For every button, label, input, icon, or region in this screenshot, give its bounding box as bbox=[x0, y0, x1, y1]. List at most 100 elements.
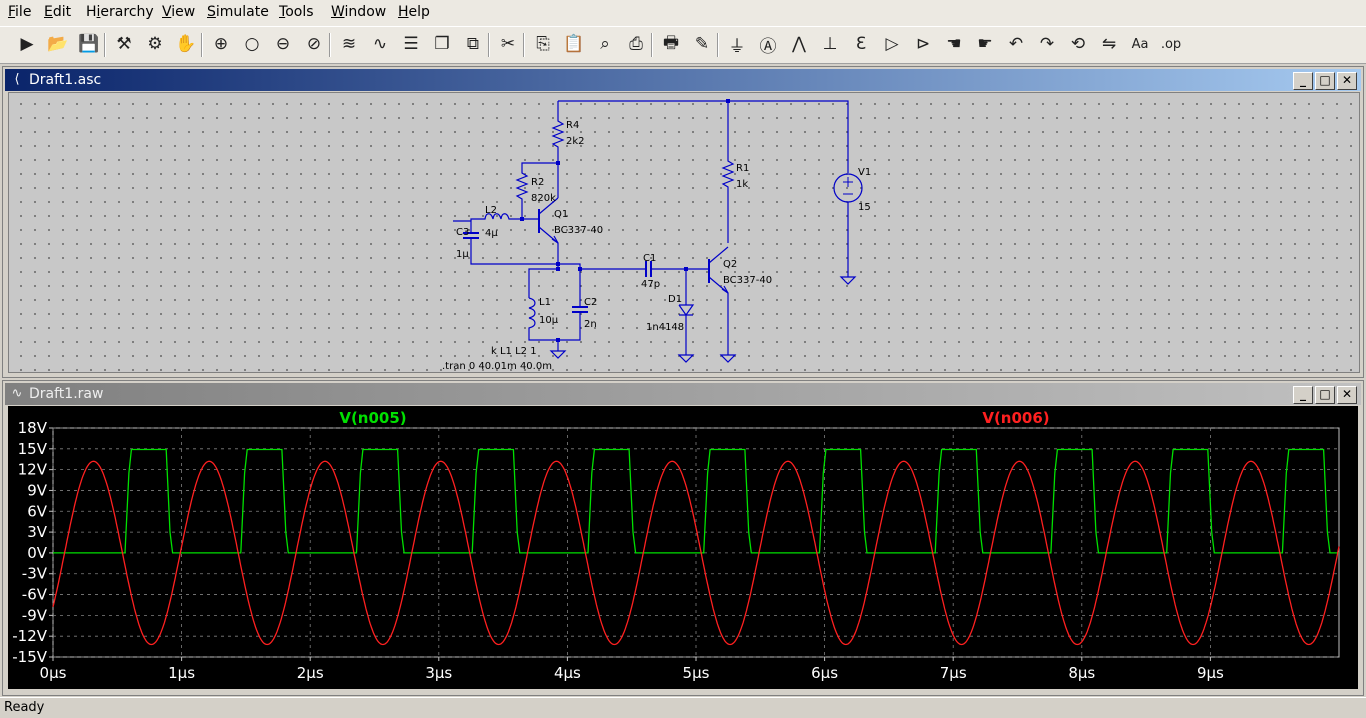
tran-directive[interactable]: .tran 0 40.01m 40.0m bbox=[442, 361, 552, 372]
waveform-close-button[interactable]: ✕ bbox=[1337, 386, 1357, 404]
toolbar-separator bbox=[329, 33, 331, 57]
coupling-directive[interactable]: k L1 L2 1 bbox=[491, 346, 537, 357]
menu-hierarchy[interactable]: Hierarchy bbox=[86, 4, 154, 20]
move-icon[interactable]: ☚ bbox=[946, 34, 962, 54]
y-tick-label: 15V bbox=[18, 440, 48, 458]
l2-label: L2 bbox=[485, 205, 497, 216]
label-icon[interactable]: Ⓐ bbox=[759, 36, 777, 57]
copy-icon[interactable]: ⎘ bbox=[536, 34, 550, 54]
control-panel-icon[interactable]: ⚒ bbox=[116, 34, 132, 54]
c2-value: 2n bbox=[584, 319, 597, 330]
cascade-icon[interactable]: ❐ bbox=[434, 34, 450, 54]
toolbar-separator bbox=[104, 33, 106, 57]
print-preview-icon[interactable]: ⎙ bbox=[629, 34, 643, 54]
x-tick-label: 3µs bbox=[425, 664, 452, 682]
y-tick-label: 12V bbox=[18, 461, 48, 479]
cut-icon[interactable]: ✂ bbox=[500, 34, 516, 54]
y-tick-label: -9V bbox=[22, 606, 48, 624]
halt-icon[interactable]: ⚙ bbox=[147, 34, 163, 54]
toolbar-separator bbox=[651, 33, 653, 57]
tile-horizontal-icon[interactable]: ☰ bbox=[403, 34, 419, 54]
r2-label: R2 bbox=[531, 177, 544, 188]
c1-value: 47p bbox=[641, 279, 660, 290]
waveform-title-bar[interactable]: ∿ Draft1.raw _ □ ✕ bbox=[5, 383, 1361, 405]
y-tick-label: 6V bbox=[27, 502, 48, 520]
menu-window[interactable]: Window bbox=[331, 4, 387, 20]
q2-value: BC337-40 bbox=[723, 275, 772, 286]
toolbar-separator bbox=[523, 33, 525, 57]
zoom-full-icon[interactable]: ○ bbox=[244, 34, 260, 54]
schematic-drawing: R4 2k2 R2 820k R1 1k Q1 BC337-40 L2 4µ C… bbox=[442, 99, 871, 372]
menu-view[interactable]: View bbox=[162, 4, 196, 20]
menu-simulate[interactable]: Simulate bbox=[207, 4, 269, 20]
text-icon[interactable]: Aa bbox=[1131, 36, 1149, 52]
spice-directive-icon[interactable]: .op bbox=[1160, 36, 1182, 52]
y-tick-label: -3V bbox=[22, 565, 48, 583]
v1-label: V1 bbox=[858, 167, 871, 178]
waveform-title: Draft1.raw bbox=[29, 386, 104, 402]
y-tick-label: -6V bbox=[22, 586, 48, 604]
menu-tools[interactable]: Tools bbox=[279, 4, 314, 20]
status-bar: Ready bbox=[0, 697, 1366, 718]
ground-icon[interactable]: ⏚ bbox=[728, 36, 746, 57]
zoom-out-icon[interactable]: ⊖ bbox=[275, 34, 291, 54]
rotate-icon[interactable]: ⟲ bbox=[1070, 34, 1086, 54]
q2-label: Q2 bbox=[723, 259, 737, 270]
l1-label: L1 bbox=[539, 297, 551, 308]
d1-label: D1 bbox=[668, 294, 682, 305]
undo-icon[interactable]: ↶ bbox=[1008, 34, 1024, 54]
trace-legend-0[interactable]: V(n005) bbox=[339, 409, 406, 427]
waveform-minimize-button[interactable]: _ bbox=[1293, 386, 1313, 404]
l2-value: 4µ bbox=[485, 228, 498, 239]
redo-icon[interactable]: ↷ bbox=[1039, 34, 1055, 54]
run-icon[interactable]: ▶ bbox=[20, 34, 34, 54]
v1-value: 15 bbox=[858, 202, 871, 213]
print-icon[interactable]: 🖶 bbox=[662, 32, 680, 53]
plot-settings-icon[interactable]: ≋ bbox=[341, 34, 357, 54]
d1-value: 1n4148 bbox=[646, 322, 684, 333]
save-icon[interactable]: 💾 bbox=[78, 34, 100, 54]
mirror-icon[interactable]: ⇋ bbox=[1101, 34, 1117, 54]
inductor-icon[interactable]: Ɛ bbox=[855, 34, 867, 54]
x-tick-label: 8µs bbox=[1068, 664, 1095, 682]
x-tick-label: 2µs bbox=[297, 664, 324, 682]
r2-value: 820k bbox=[531, 193, 556, 204]
open-icon[interactable]: 📂 bbox=[47, 34, 69, 54]
diode-icon[interactable]: ▷ bbox=[885, 34, 899, 54]
pan-hand-icon[interactable]: ✋ bbox=[175, 34, 197, 54]
capacitor-icon[interactable]: ⊥ bbox=[822, 34, 838, 54]
r1-label: R1 bbox=[736, 163, 749, 174]
minimize-button[interactable]: _ bbox=[1293, 72, 1313, 90]
waveform-maximize-button[interactable]: □ bbox=[1315, 386, 1335, 404]
y-tick-label: 3V bbox=[27, 523, 48, 541]
drag-icon[interactable]: ☛ bbox=[977, 34, 993, 54]
schematic-title-bar[interactable]: ⟨ Draft1.asc _ □ ✕ bbox=[5, 69, 1361, 91]
tile-vertical-icon[interactable]: ⧉ bbox=[466, 34, 480, 54]
r4-label: R4 bbox=[566, 120, 579, 131]
toolbar-separator bbox=[488, 33, 490, 57]
menu-edit[interactable]: Edit bbox=[44, 4, 72, 20]
menu-help[interactable]: Help bbox=[398, 4, 430, 20]
draw-wire-icon[interactable]: ✎ bbox=[694, 34, 710, 54]
paste-icon[interactable]: 📋 bbox=[563, 34, 585, 54]
zoom-in-icon[interactable]: ⊕ bbox=[213, 34, 229, 54]
resistor-icon[interactable]: ⋀ bbox=[792, 34, 806, 54]
y-tick-label: 18V bbox=[18, 419, 48, 437]
find-icon[interactable]: ⌕ bbox=[600, 34, 610, 54]
trace-legend-1[interactable]: V(n006) bbox=[982, 409, 1049, 427]
x-tick-label: 0µs bbox=[40, 664, 67, 682]
component-icon[interactable]: ⊳ bbox=[915, 34, 931, 54]
x-tick-label: 5µs bbox=[683, 664, 710, 682]
trace-v-n005 bbox=[53, 448, 1339, 554]
menu-file[interactable]: File bbox=[8, 4, 32, 20]
q1-label: Q1 bbox=[554, 209, 568, 220]
schematic-canvas[interactable]: R4 2k2 R2 820k R1 1k Q1 BC337-40 L2 4µ C… bbox=[8, 92, 1360, 373]
c3-label: C3 bbox=[456, 227, 469, 238]
zoom-cancel-icon[interactable]: ⊘ bbox=[306, 34, 322, 54]
maximize-button[interactable]: □ bbox=[1315, 72, 1335, 90]
c2-label: C2 bbox=[584, 297, 597, 308]
menu-bar: File Edit Hierarchy View Simulate Tools Window… bbox=[0, 0, 1366, 26]
close-button[interactable]: ✕ bbox=[1337, 72, 1357, 90]
waveform-icon[interactable]: ∿ bbox=[372, 34, 388, 54]
